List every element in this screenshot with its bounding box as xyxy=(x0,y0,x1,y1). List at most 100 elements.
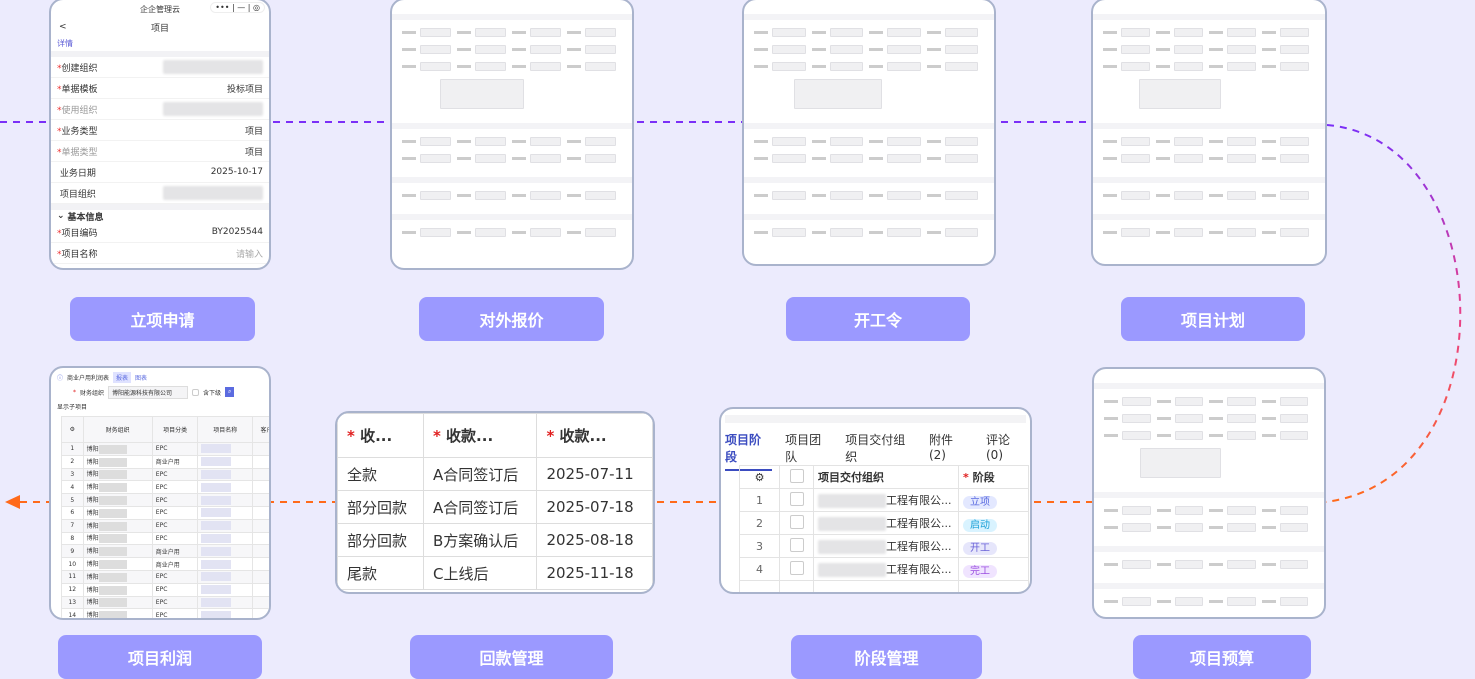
show-sub-projects-toggle[interactable]: 显示子项目 xyxy=(57,403,88,411)
step-project-budget[interactable]: 项目预算 xyxy=(1133,635,1311,679)
step-project-plan[interactable]: 项目计划 xyxy=(1121,297,1305,341)
form-field[interactable] xyxy=(1174,397,1203,406)
form-row[interactable]: *单据模板投标项目 xyxy=(51,78,269,99)
form-field[interactable] xyxy=(475,45,506,54)
form-field[interactable] xyxy=(530,228,561,237)
form-field[interactable] xyxy=(420,191,451,200)
form-field[interactable] xyxy=(1227,137,1256,146)
form-field[interactable] xyxy=(1122,597,1151,606)
form-field[interactable] xyxy=(1122,414,1151,423)
remark-textarea[interactable] xyxy=(794,79,882,109)
form-field[interactable] xyxy=(1279,431,1308,440)
back-icon[interactable]: < xyxy=(59,22,67,32)
form-field[interactable] xyxy=(1174,523,1203,532)
form-field[interactable] xyxy=(1174,228,1203,237)
form-field[interactable] xyxy=(1227,560,1256,569)
row-checkbox[interactable] xyxy=(789,537,804,552)
form-field[interactable] xyxy=(1280,28,1309,37)
tab-stage-3[interactable]: 附件 (2) xyxy=(928,433,953,462)
form-field[interactable] xyxy=(1280,45,1309,54)
form-field[interactable] xyxy=(887,28,921,37)
row-checkbox[interactable] xyxy=(789,491,804,506)
step-work-order[interactable]: 开工令 xyxy=(786,297,970,341)
form-field[interactable] xyxy=(829,191,863,200)
search-button[interactable]: ⌕ xyxy=(225,387,235,397)
form-field[interactable] xyxy=(887,228,921,237)
form-field[interactable] xyxy=(530,28,561,37)
form-field[interactable] xyxy=(1122,523,1151,532)
form-field[interactable] xyxy=(1121,154,1150,163)
form-field[interactable] xyxy=(585,137,616,146)
form-field[interactable] xyxy=(475,154,506,163)
form-row[interactable]: *使用组织 xyxy=(51,99,269,120)
form-field[interactable] xyxy=(1279,523,1308,532)
form-field[interactable] xyxy=(530,154,561,163)
form-field[interactable] xyxy=(944,154,978,163)
step-external-quote[interactable]: 对外报价 xyxy=(419,297,604,341)
form-field[interactable] xyxy=(1279,397,1308,406)
form-field[interactable] xyxy=(1121,137,1150,146)
form-field[interactable] xyxy=(829,228,863,237)
form-field[interactable] xyxy=(475,62,506,71)
form-field[interactable] xyxy=(1280,191,1309,200)
form-field[interactable] xyxy=(1279,560,1308,569)
step-project-profit[interactable]: 项目利润 xyxy=(58,635,262,679)
form-field[interactable] xyxy=(1227,597,1256,606)
form-row[interactable]: *项目名称请输入 xyxy=(51,243,269,264)
form-field[interactable] xyxy=(585,228,616,237)
form-row[interactable]: *业务类型项目 xyxy=(51,120,269,141)
form-field[interactable] xyxy=(585,191,616,200)
form-field[interactable] xyxy=(1279,414,1308,423)
form-field[interactable] xyxy=(1122,506,1151,515)
form-field[interactable] xyxy=(1174,560,1203,569)
form-field[interactable] xyxy=(585,62,616,71)
form-field[interactable] xyxy=(1227,431,1256,440)
capsule-menu[interactable]: ••• | — | ◎ xyxy=(210,2,265,13)
form-field[interactable] xyxy=(1121,191,1150,200)
form-field[interactable] xyxy=(1122,560,1151,569)
row-checkbox[interactable] xyxy=(789,560,804,575)
form-field[interactable] xyxy=(1280,154,1309,163)
remark-textarea[interactable] xyxy=(1140,448,1221,478)
section-basic-info[interactable]: ⌄ 基本信息 xyxy=(51,204,269,223)
form-field[interactable] xyxy=(1279,506,1308,515)
form-field[interactable] xyxy=(1174,431,1203,440)
form-field[interactable] xyxy=(1227,28,1256,37)
tab-chart[interactable]: 图表 xyxy=(135,374,148,382)
step-stage-management[interactable]: 阶段管理 xyxy=(791,635,982,679)
form-field[interactable] xyxy=(772,137,806,146)
tab-stage-1[interactable]: 项目团队 xyxy=(785,433,822,464)
form-field[interactable] xyxy=(475,191,506,200)
remark-textarea[interactable] xyxy=(1139,79,1221,109)
form-field[interactable] xyxy=(1174,45,1203,54)
form-field[interactable] xyxy=(1227,228,1256,237)
form-field[interactable] xyxy=(829,137,863,146)
form-field[interactable] xyxy=(887,191,921,200)
form-field[interactable] xyxy=(1227,397,1256,406)
form-field[interactable] xyxy=(887,137,921,146)
form-field[interactable] xyxy=(420,154,451,163)
form-field[interactable] xyxy=(1121,45,1150,54)
row-checkbox[interactable] xyxy=(789,514,804,529)
form-field[interactable] xyxy=(772,28,806,37)
finance-org-select[interactable]: 博阳能源科技有限公司 xyxy=(108,385,189,399)
form-field[interactable] xyxy=(475,28,506,37)
form-field[interactable] xyxy=(1227,154,1256,163)
tab-stage-2[interactable]: 项目交付组织 xyxy=(845,433,906,464)
step-payment-management[interactable]: 回款管理 xyxy=(410,635,613,679)
form-field[interactable] xyxy=(772,45,806,54)
form-field[interactable] xyxy=(887,45,921,54)
form-field[interactable] xyxy=(420,45,451,54)
form-field[interactable] xyxy=(1227,523,1256,532)
form-field[interactable] xyxy=(1174,414,1203,423)
form-field[interactable] xyxy=(1122,431,1151,440)
